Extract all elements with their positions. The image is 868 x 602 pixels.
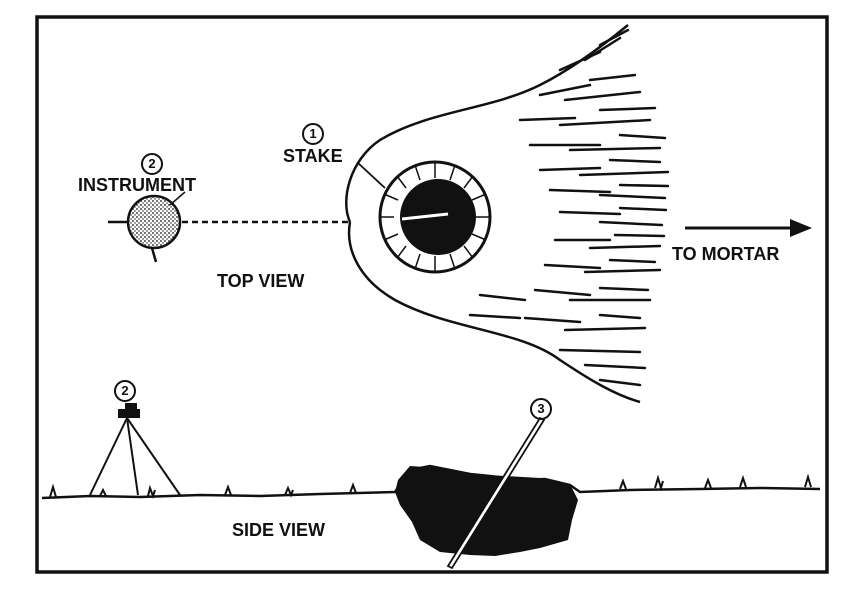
tripod-leg-center bbox=[126, 417, 139, 496]
label-top-view: TOP VIEW bbox=[217, 271, 305, 291]
marker-tripod-number: 2 bbox=[114, 380, 136, 402]
grass-tufts bbox=[49, 473, 812, 499]
instrument-leg-mark bbox=[150, 247, 158, 263]
label-to-mortar: TO MORTAR bbox=[672, 244, 780, 264]
instrument-top-disc bbox=[126, 194, 182, 250]
side-view bbox=[41, 403, 821, 570]
stake-leader-line bbox=[357, 162, 386, 189]
diagram-frame bbox=[35, 15, 829, 574]
stake-mark bbox=[401, 212, 449, 221]
tripod-leg-left bbox=[89, 417, 128, 496]
spray-streaks bbox=[468, 28, 670, 387]
marker-pole-number: 3 bbox=[530, 398, 552, 420]
top-view bbox=[108, 24, 812, 404]
marker-instrument-number: 2 bbox=[141, 153, 163, 175]
marker-stake-number: 1 bbox=[302, 123, 324, 145]
tripod-scope bbox=[125, 403, 137, 409]
crater-top-inner bbox=[400, 179, 476, 255]
label-side-view: SIDE VIEW bbox=[232, 520, 326, 540]
label-stake: STAKE bbox=[283, 146, 343, 166]
crater-rim-texture bbox=[380, 162, 490, 272]
tripod-leg-right bbox=[126, 417, 181, 496]
tripod-head bbox=[118, 409, 140, 418]
spray-outline-lower bbox=[347, 221, 641, 404]
label-instrument: INSTRUMENT bbox=[78, 175, 196, 195]
instrument-leader-line bbox=[169, 191, 186, 206]
mortar-arrow-head bbox=[790, 219, 812, 237]
